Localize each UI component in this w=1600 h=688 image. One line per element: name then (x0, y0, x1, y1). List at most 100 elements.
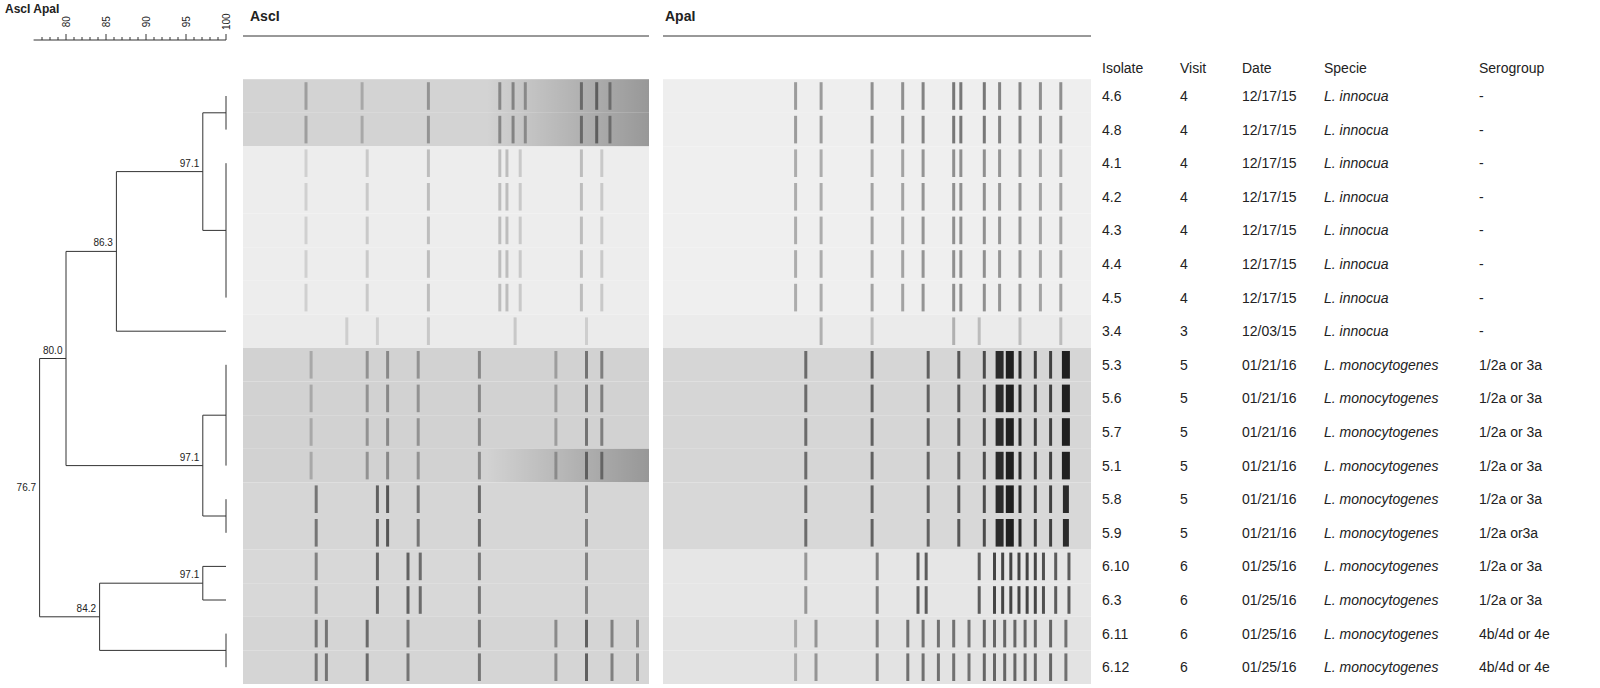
visit-number: 5 (1180, 357, 1188, 373)
similarity-value: 80.0 (42, 345, 63, 357)
asci-lane (243, 550, 649, 584)
gel-band (1034, 485, 1037, 513)
gel-band (427, 217, 430, 245)
sampling-date: 01/25/16 (1242, 626, 1297, 642)
species-name: L. monocytogenes (1324, 525, 1438, 541)
asci-lane (243, 113, 649, 147)
gel-band (983, 418, 986, 446)
gel-band (871, 116, 874, 144)
gel-band (600, 149, 603, 177)
gel-band (505, 250, 508, 278)
gel-band (993, 620, 996, 648)
gel-band (580, 82, 583, 110)
gel-band (1034, 351, 1037, 379)
scale-tick (106, 34, 107, 40)
apai-lane (663, 583, 1091, 617)
gel-band (554, 351, 557, 379)
scale-tick (146, 34, 147, 40)
gel-band (983, 452, 986, 480)
gel-band (1049, 485, 1052, 513)
gel-band (804, 452, 807, 480)
species-name: L. monocytogenes (1324, 558, 1438, 574)
gel-band (600, 284, 603, 312)
gel-band (585, 553, 588, 581)
gel-band (386, 485, 389, 513)
gel-band (1059, 149, 1062, 177)
gel-band (952, 149, 955, 177)
gel-band (519, 217, 522, 245)
gel-band (636, 620, 639, 648)
species-name: L. monocytogenes (1324, 491, 1438, 507)
gel-band (993, 653, 996, 681)
gel-band (1001, 553, 1004, 581)
gel-band (1024, 653, 1027, 681)
gel-band (1049, 385, 1052, 413)
visit-number: 6 (1180, 626, 1188, 642)
gel-band (580, 183, 583, 211)
species-name: L. monocytogenes (1324, 424, 1438, 440)
asci-lane (243, 617, 649, 651)
gel-band (1006, 519, 1014, 547)
scale-tick (186, 34, 187, 40)
apai-lane (663, 146, 1091, 180)
gel-band (386, 418, 389, 446)
gel-band (871, 485, 874, 513)
apai-lane (663, 415, 1091, 449)
gel-band (478, 586, 481, 614)
gel-band (305, 284, 308, 312)
gel-band (927, 351, 930, 379)
gel-band (952, 653, 955, 681)
apai-lane (663, 247, 1091, 281)
gel-band (366, 183, 369, 211)
gel-band (794, 217, 797, 245)
gel-band (968, 620, 971, 648)
gel-band (952, 82, 955, 110)
gel-band (345, 317, 348, 345)
gel-band (794, 250, 797, 278)
tree-branch (66, 251, 116, 252)
gel-band (315, 653, 318, 681)
gel-band (959, 284, 962, 312)
gel-band (922, 82, 925, 110)
tree-node (39, 359, 40, 617)
gel-band (554, 620, 557, 648)
gel-band (998, 82, 1001, 110)
species-name: L. monocytogenes (1324, 357, 1438, 373)
gel-band (524, 116, 527, 144)
visit-number: 6 (1180, 659, 1188, 675)
tree-branch (203, 415, 226, 416)
gel-band (1034, 586, 1037, 614)
apai-lane (663, 180, 1091, 214)
species-name: L. innocua (1324, 189, 1389, 205)
gel-band (998, 217, 1001, 245)
visit-number: 5 (1180, 424, 1188, 440)
serogroup: 4b/4d or 4e (1479, 659, 1550, 675)
tree-branch (203, 566, 226, 567)
asci-lane (243, 482, 649, 516)
lane-shading (487, 79, 649, 113)
species-name: L. innocua (1324, 323, 1389, 339)
gel-band (554, 653, 557, 681)
gel-band (478, 553, 481, 581)
gel-band (505, 149, 508, 177)
gel-band (968, 653, 971, 681)
gel-band (922, 620, 925, 648)
isolate-id: 5.6 (1102, 390, 1121, 406)
gel-band (871, 519, 874, 547)
gel-band (1019, 418, 1022, 446)
gel-band (815, 620, 818, 648)
gel-band (1059, 217, 1062, 245)
gel-band (993, 586, 996, 614)
gel-band (794, 653, 797, 681)
visit-number: 5 (1180, 525, 1188, 541)
gel-band (1042, 586, 1045, 614)
gel-band (427, 116, 430, 144)
gel-band (524, 82, 527, 110)
gel-band (820, 317, 823, 345)
gel-band (815, 653, 818, 681)
gel-band (876, 620, 879, 648)
visit-number: 4 (1180, 88, 1188, 104)
gel-band (1039, 149, 1042, 177)
gel-band (901, 250, 904, 278)
tree-branch (116, 331, 226, 332)
